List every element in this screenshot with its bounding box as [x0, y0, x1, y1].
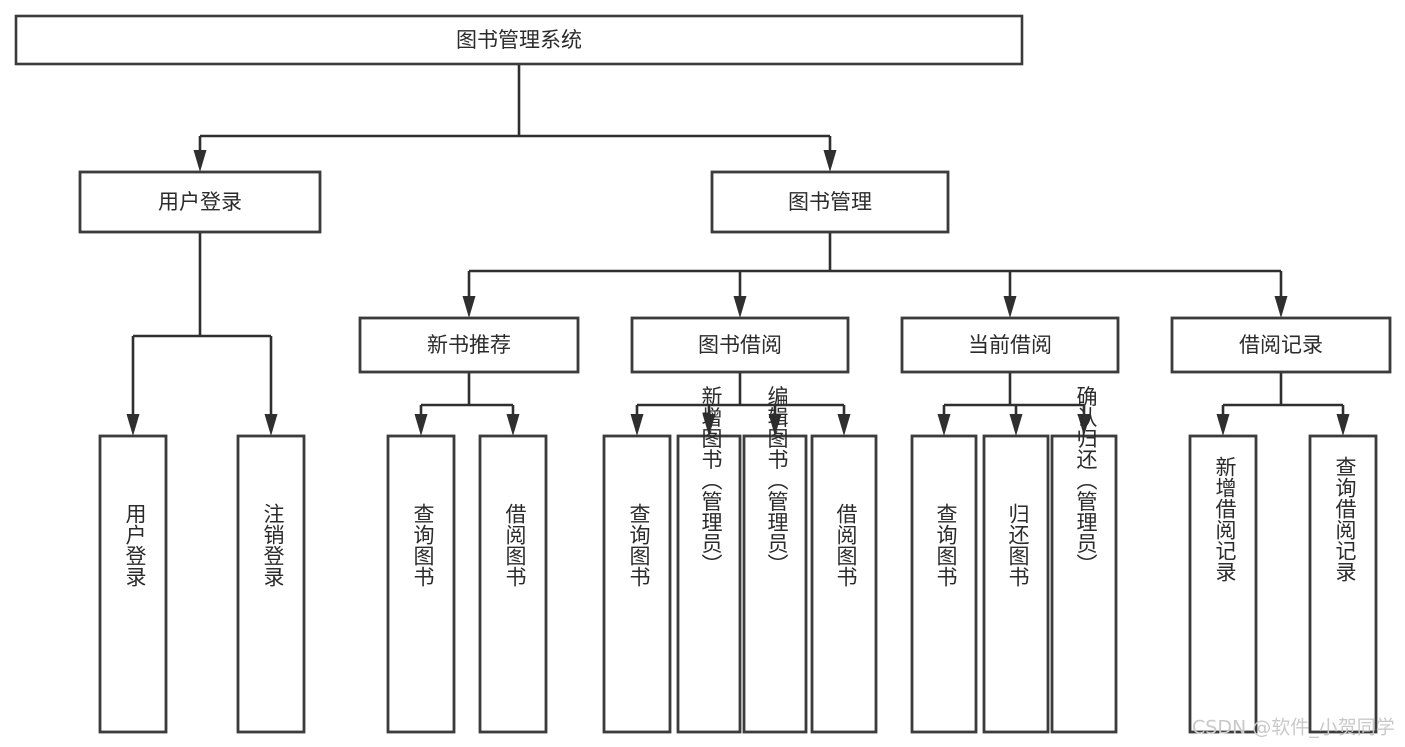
node-leaf-query-book-borrow[interactable]: 查询图书: [602, 434, 672, 734]
connector-group-borrow-record-to-leaves: [1216, 372, 1350, 436]
node-leaf-query-book-new[interactable]: 查询图书: [386, 434, 456, 734]
arrow-head-icon: [462, 296, 476, 318]
connector-group-current-borrow-to-leaves: [937, 372, 1091, 436]
node-leaf-user-login[interactable]: 用户登录: [98, 434, 168, 734]
node-box[interactable]: [676, 434, 742, 734]
node-label: 新增图书（管理员）: [699, 386, 723, 575]
connector-layer: [126, 64, 1350, 436]
arrow-head-icon: [702, 414, 716, 436]
node-box[interactable]: [358, 316, 580, 374]
arrow-head-icon: [768, 414, 782, 436]
node-label: 图书管理: [788, 190, 872, 214]
arrow-head-icon: [1003, 296, 1017, 318]
node-leaf-edit-book[interactable]: 编辑图书（管理员）: [742, 386, 808, 734]
node-box[interactable]: [78, 170, 322, 234]
arrow-head-icon: [1274, 296, 1288, 318]
node-box[interactable]: [14, 14, 1024, 66]
node-layer: 图书管理系统用户登录图书管理新书推荐图书借阅当前借阅借阅记录用户登录注销登录查询…: [14, 14, 1392, 734]
node-leaf-user-logout[interactable]: 注销登录: [236, 434, 306, 734]
node-box[interactable]: [1188, 434, 1258, 734]
node-label: 图书借阅: [698, 333, 782, 357]
node-leaf-add-borrow-record[interactable]: 新增借阅记录: [1188, 434, 1258, 734]
arrow-head-icon: [264, 414, 278, 436]
node-label: 查询图书: [411, 503, 435, 587]
node-box[interactable]: [1170, 316, 1392, 374]
node-box[interactable]: [910, 434, 978, 734]
node-box[interactable]: [630, 316, 850, 374]
node-label: 借阅记录: [1239, 333, 1323, 357]
node-label: 用户登录: [158, 190, 242, 214]
node-label: 查询借阅记录: [1333, 456, 1357, 582]
node-box[interactable]: [810, 434, 878, 734]
node-box[interactable]: [710, 170, 950, 234]
node-leaf-return-book[interactable]: 归还图书: [982, 434, 1050, 734]
node-box[interactable]: [982, 434, 1050, 734]
node-box[interactable]: [900, 316, 1120, 374]
arrow-head-icon: [193, 150, 207, 172]
node-box[interactable]: [1308, 434, 1378, 734]
node-leaf-query-book-current[interactable]: 查询图书: [910, 434, 978, 734]
node-label: 当前借阅: [968, 333, 1052, 357]
node-box[interactable]: [478, 434, 548, 734]
node-current-borrow[interactable]: 当前借阅: [900, 316, 1120, 374]
node-label: 查询图书: [934, 503, 958, 587]
node-box[interactable]: [236, 434, 306, 734]
node-label: 借阅图书: [503, 503, 527, 587]
node-label: 注销登录: [261, 503, 285, 587]
node-label: 编辑图书（管理员）: [765, 386, 789, 575]
connector-group-user-login-to-leaves: [126, 232, 278, 436]
connector-group-root-to-level2: [193, 64, 837, 172]
node-new-book-recommend[interactable]: 新书推荐: [358, 316, 580, 374]
arrow-head-icon: [1077, 414, 1091, 436]
connector-group-new-book-to-leaves: [414, 372, 520, 436]
node-box[interactable]: [742, 434, 808, 734]
node-label: 新增借阅记录: [1213, 456, 1237, 582]
node-leaf-add-book[interactable]: 新增图书（管理员）: [676, 386, 742, 734]
node-label: 图书管理系统: [456, 28, 582, 52]
node-label: 确认归还（管理员）: [1074, 386, 1098, 575]
arrow-head-icon: [126, 414, 140, 436]
node-leaf-borrow-book[interactable]: 借阅图书: [810, 434, 878, 734]
watermark-layer: CSDN @软件_小贺同学: [1192, 717, 1395, 739]
arrow-head-icon: [1216, 414, 1230, 436]
node-box[interactable]: [98, 434, 168, 734]
node-user-login[interactable]: 用户登录: [78, 170, 322, 234]
node-borrow-record[interactable]: 借阅记录: [1170, 316, 1392, 374]
node-box[interactable]: [386, 434, 456, 734]
watermark-label: CSDN @软件_小贺同学: [1192, 717, 1395, 739]
arrow-head-icon: [823, 150, 837, 172]
node-leaf-query-borrow-record[interactable]: 查询借阅记录: [1308, 434, 1378, 734]
node-label: 新书推荐: [427, 333, 511, 357]
arrow-head-icon: [733, 296, 747, 318]
connector-group-book-manage-to-level3: [462, 232, 1288, 318]
arrow-head-icon: [506, 414, 520, 436]
node-label: 借阅图书: [834, 503, 858, 587]
arrow-head-icon: [937, 414, 951, 436]
node-leaf-confirm-return[interactable]: 确认归还（管理员）: [1050, 386, 1118, 734]
connector-group-book-borrow-to-leaves: [630, 372, 851, 436]
arrow-head-icon: [1336, 414, 1350, 436]
arrow-head-icon: [837, 414, 851, 436]
node-label: 归还图书: [1006, 503, 1030, 587]
arrow-head-icon: [630, 414, 644, 436]
node-box[interactable]: [1050, 434, 1118, 734]
node-book-borrow[interactable]: 图书借阅: [630, 316, 850, 374]
arrow-head-icon: [414, 414, 428, 436]
node-leaf-borrow-book-new[interactable]: 借阅图书: [478, 434, 548, 734]
node-book-manage[interactable]: 图书管理: [710, 170, 950, 234]
arrow-head-icon: [1009, 414, 1023, 436]
node-label: 查询图书: [627, 503, 651, 587]
node-root[interactable]: 图书管理系统: [14, 14, 1024, 66]
node-box[interactable]: [602, 434, 672, 734]
node-label: 用户登录: [123, 503, 147, 587]
